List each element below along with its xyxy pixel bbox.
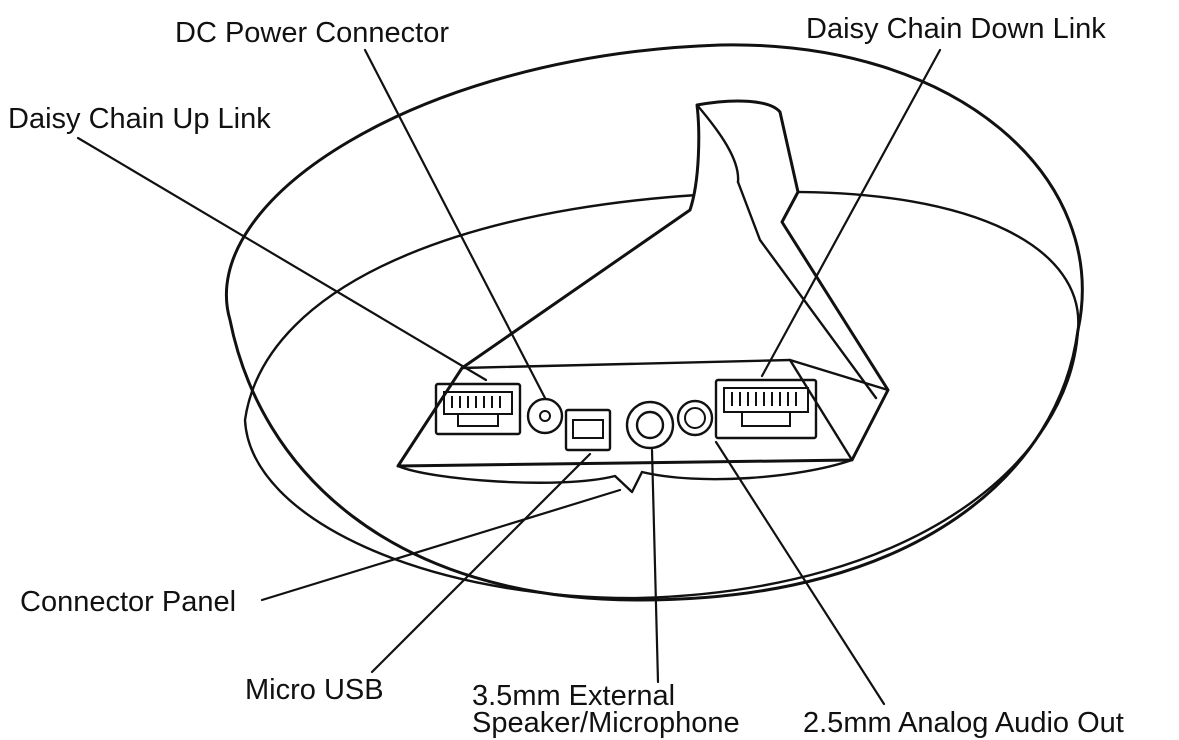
label-analog-audio-out: 2.5mm Analog Audio Out <box>803 707 1124 739</box>
leader-analog-audio <box>714 440 886 706</box>
label-micro-usb: Micro USB <box>245 674 384 706</box>
label-daisy-chain-down-link: Daisy Chain Down Link <box>806 13 1106 45</box>
rj45-up-link-port-icon <box>434 382 522 436</box>
cradle-body <box>396 99 890 468</box>
micro-usb-port-icon <box>564 408 612 452</box>
headset-jack-3-5mm-icon <box>625 400 675 450</box>
label-dc-power-connector: DC Power Connector <box>175 17 449 49</box>
leader-external-speaker <box>650 448 660 684</box>
label-external-speaker-line1: 3.5mm External <box>472 680 675 712</box>
leader-up-link <box>76 136 488 382</box>
leader-dc-power <box>363 48 547 400</box>
rj45-down-link-port-icon <box>714 378 818 440</box>
leader-connector-panel <box>260 488 622 602</box>
audio-jack-2-5mm-icon <box>676 399 714 437</box>
panel-bottom-lip <box>396 458 854 494</box>
label-daisy-chain-up-link: Daisy Chain Up Link <box>8 103 271 135</box>
cradle-top-edge <box>695 103 740 184</box>
cradle-back-edge <box>736 180 878 400</box>
leader-down-link <box>760 48 942 378</box>
leader-micro-usb <box>370 452 592 674</box>
label-connector-panel: Connector Panel <box>20 586 236 618</box>
panel-side-edge <box>788 358 854 462</box>
label-external-speaker-line2: Speaker/Microphone <box>472 707 740 739</box>
